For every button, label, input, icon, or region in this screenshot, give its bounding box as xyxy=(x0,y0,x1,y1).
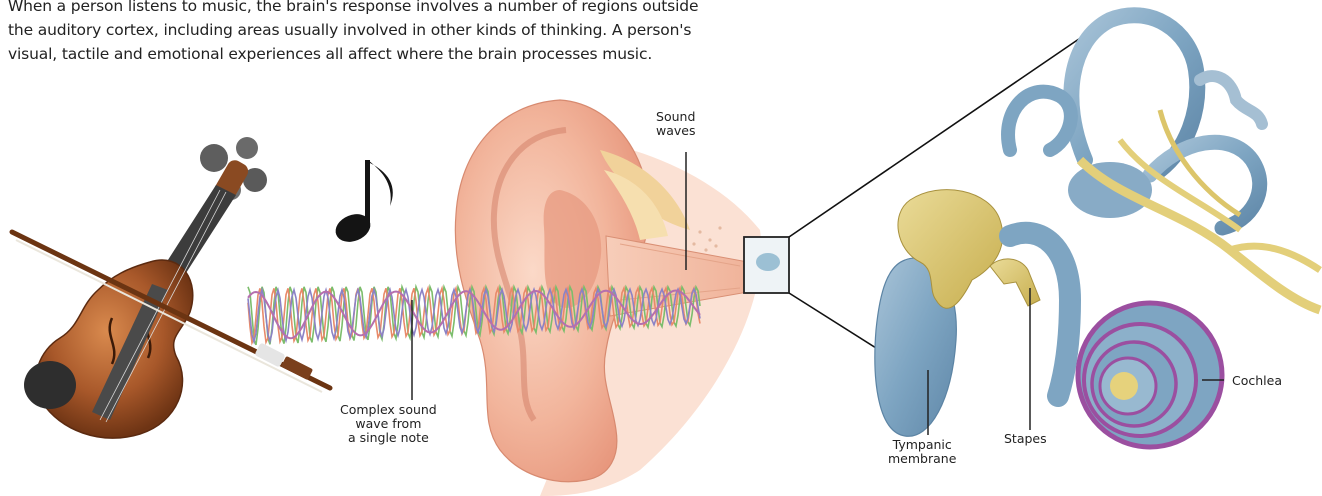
label-sound-waves: Sound waves xyxy=(656,110,695,138)
label-cochlea-text: Cochlea xyxy=(1232,374,1282,388)
ear-illustration xyxy=(455,100,761,496)
label-complex-line3: a single note xyxy=(340,431,437,445)
label-cochlea: Cochlea xyxy=(1232,374,1282,388)
label-stapes: Stapes xyxy=(1004,432,1047,446)
label-complex-sound-wave: Complex sound wave from a single note xyxy=(340,403,437,445)
label-stapes-text: Stapes xyxy=(1004,432,1047,446)
label-sound-waves-line1: Sound xyxy=(656,110,695,124)
label-sound-waves-line2: waves xyxy=(656,124,695,138)
label-tympanic-line2: membrane xyxy=(888,452,956,466)
label-complex-line1: Complex sound xyxy=(340,403,437,417)
label-tympanic-membrane: Tympanic membrane xyxy=(888,438,956,466)
label-tympanic-line1: Tympanic xyxy=(888,438,956,452)
violin-illustration xyxy=(12,137,330,438)
cochlea-spiral xyxy=(1078,303,1222,447)
music-note-icon xyxy=(331,160,392,247)
label-complex-line2: wave from xyxy=(340,417,437,431)
